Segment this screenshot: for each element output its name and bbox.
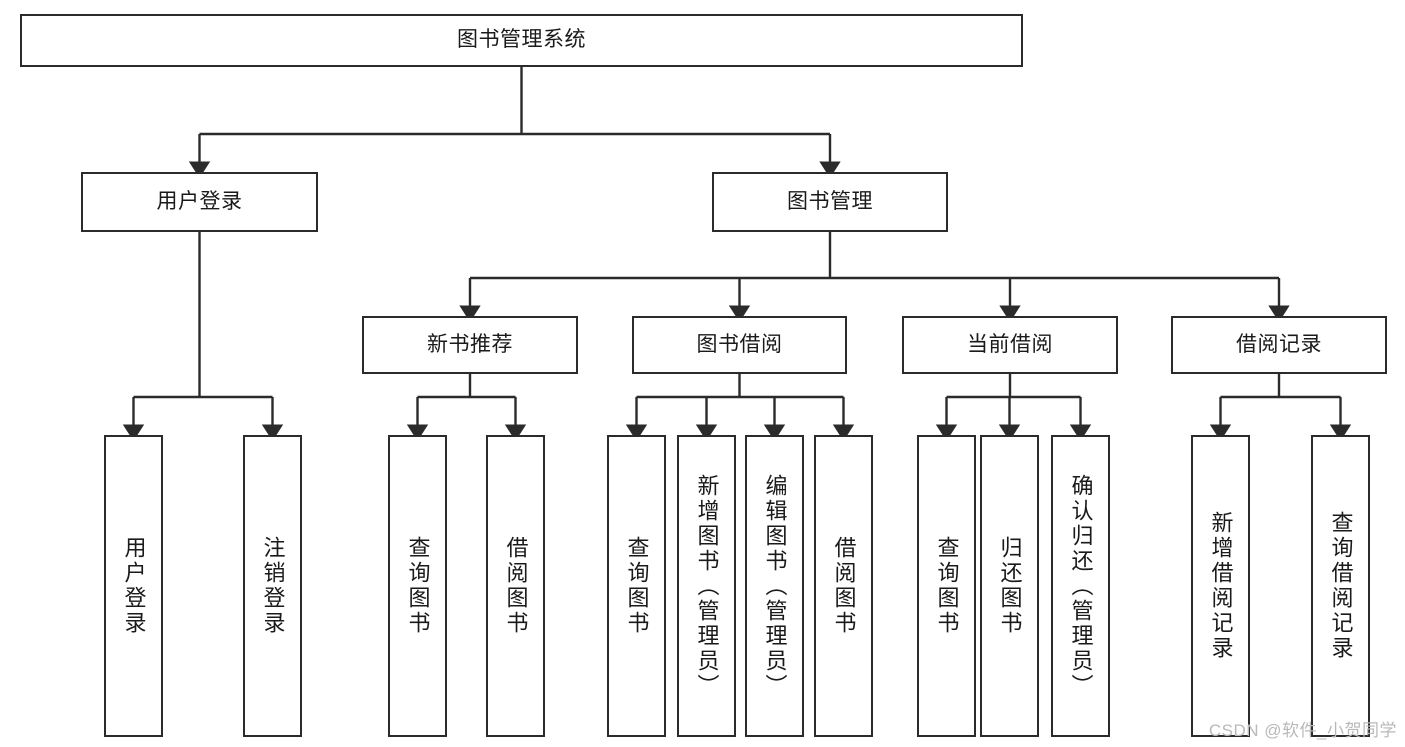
node-label: 注销登录 bbox=[260, 536, 286, 636]
node-current[interactable]: 当前借阅 bbox=[902, 316, 1118, 374]
node-label: 图书管理 bbox=[787, 189, 873, 213]
node-l9[interactable]: 查询图书 bbox=[917, 435, 976, 737]
node-l4[interactable]: 借阅图书 bbox=[486, 435, 545, 737]
node-l3[interactable]: 查询图书 bbox=[388, 435, 447, 737]
node-label: 借阅图书 bbox=[503, 536, 529, 636]
node-l2[interactable]: 注销登录 bbox=[243, 435, 302, 737]
node-root[interactable]: 图书管理系统 bbox=[20, 14, 1023, 67]
node-records[interactable]: 借阅记录 bbox=[1171, 316, 1387, 374]
node-label: 用户登录 bbox=[121, 536, 147, 636]
watermark: CSDN @软件_小贺同学 bbox=[1208, 721, 1397, 740]
node-l12[interactable]: 新增借阅记录 bbox=[1191, 435, 1250, 737]
node-label: 新增借阅记录 bbox=[1208, 511, 1234, 661]
node-label: 新增图书（管理员） bbox=[694, 473, 720, 699]
node-label: 编辑图书（管理员） bbox=[762, 473, 788, 699]
node-borrow[interactable]: 图书借阅 bbox=[632, 316, 847, 374]
node-label: 查询图书 bbox=[934, 536, 960, 636]
node-label: 借阅记录 bbox=[1236, 332, 1322, 356]
node-label: 借阅图书 bbox=[831, 536, 857, 636]
node-label: 归还图书 bbox=[997, 536, 1023, 636]
node-bookmgmt[interactable]: 图书管理 bbox=[712, 172, 948, 232]
node-label: 当前借阅 bbox=[967, 332, 1053, 356]
node-l1[interactable]: 用户登录 bbox=[104, 435, 163, 737]
node-l13[interactable]: 查询借阅记录 bbox=[1311, 435, 1370, 737]
node-login[interactable]: 用户登录 bbox=[81, 172, 318, 232]
node-l8[interactable]: 借阅图书 bbox=[814, 435, 873, 737]
node-label: 用户登录 bbox=[156, 189, 243, 213]
node-l6[interactable]: 新增图书（管理员） bbox=[677, 435, 736, 737]
node-l5[interactable]: 查询图书 bbox=[607, 435, 666, 737]
node-l7[interactable]: 编辑图书（管理员） bbox=[745, 435, 804, 737]
node-label: 图书借阅 bbox=[696, 332, 783, 356]
node-l10[interactable]: 归还图书 bbox=[980, 435, 1039, 737]
node-newbook[interactable]: 新书推荐 bbox=[362, 316, 578, 374]
node-label: 查询借阅记录 bbox=[1328, 511, 1354, 661]
node-label: 查询图书 bbox=[405, 536, 431, 636]
node-label: 图书管理系统 bbox=[457, 28, 586, 52]
node-label: 查询图书 bbox=[624, 536, 650, 636]
node-label: 新书推荐 bbox=[427, 332, 513, 356]
node-label: 确认归还（管理员） bbox=[1068, 473, 1094, 699]
node-l11[interactable]: 确认归还（管理员） bbox=[1051, 435, 1110, 737]
